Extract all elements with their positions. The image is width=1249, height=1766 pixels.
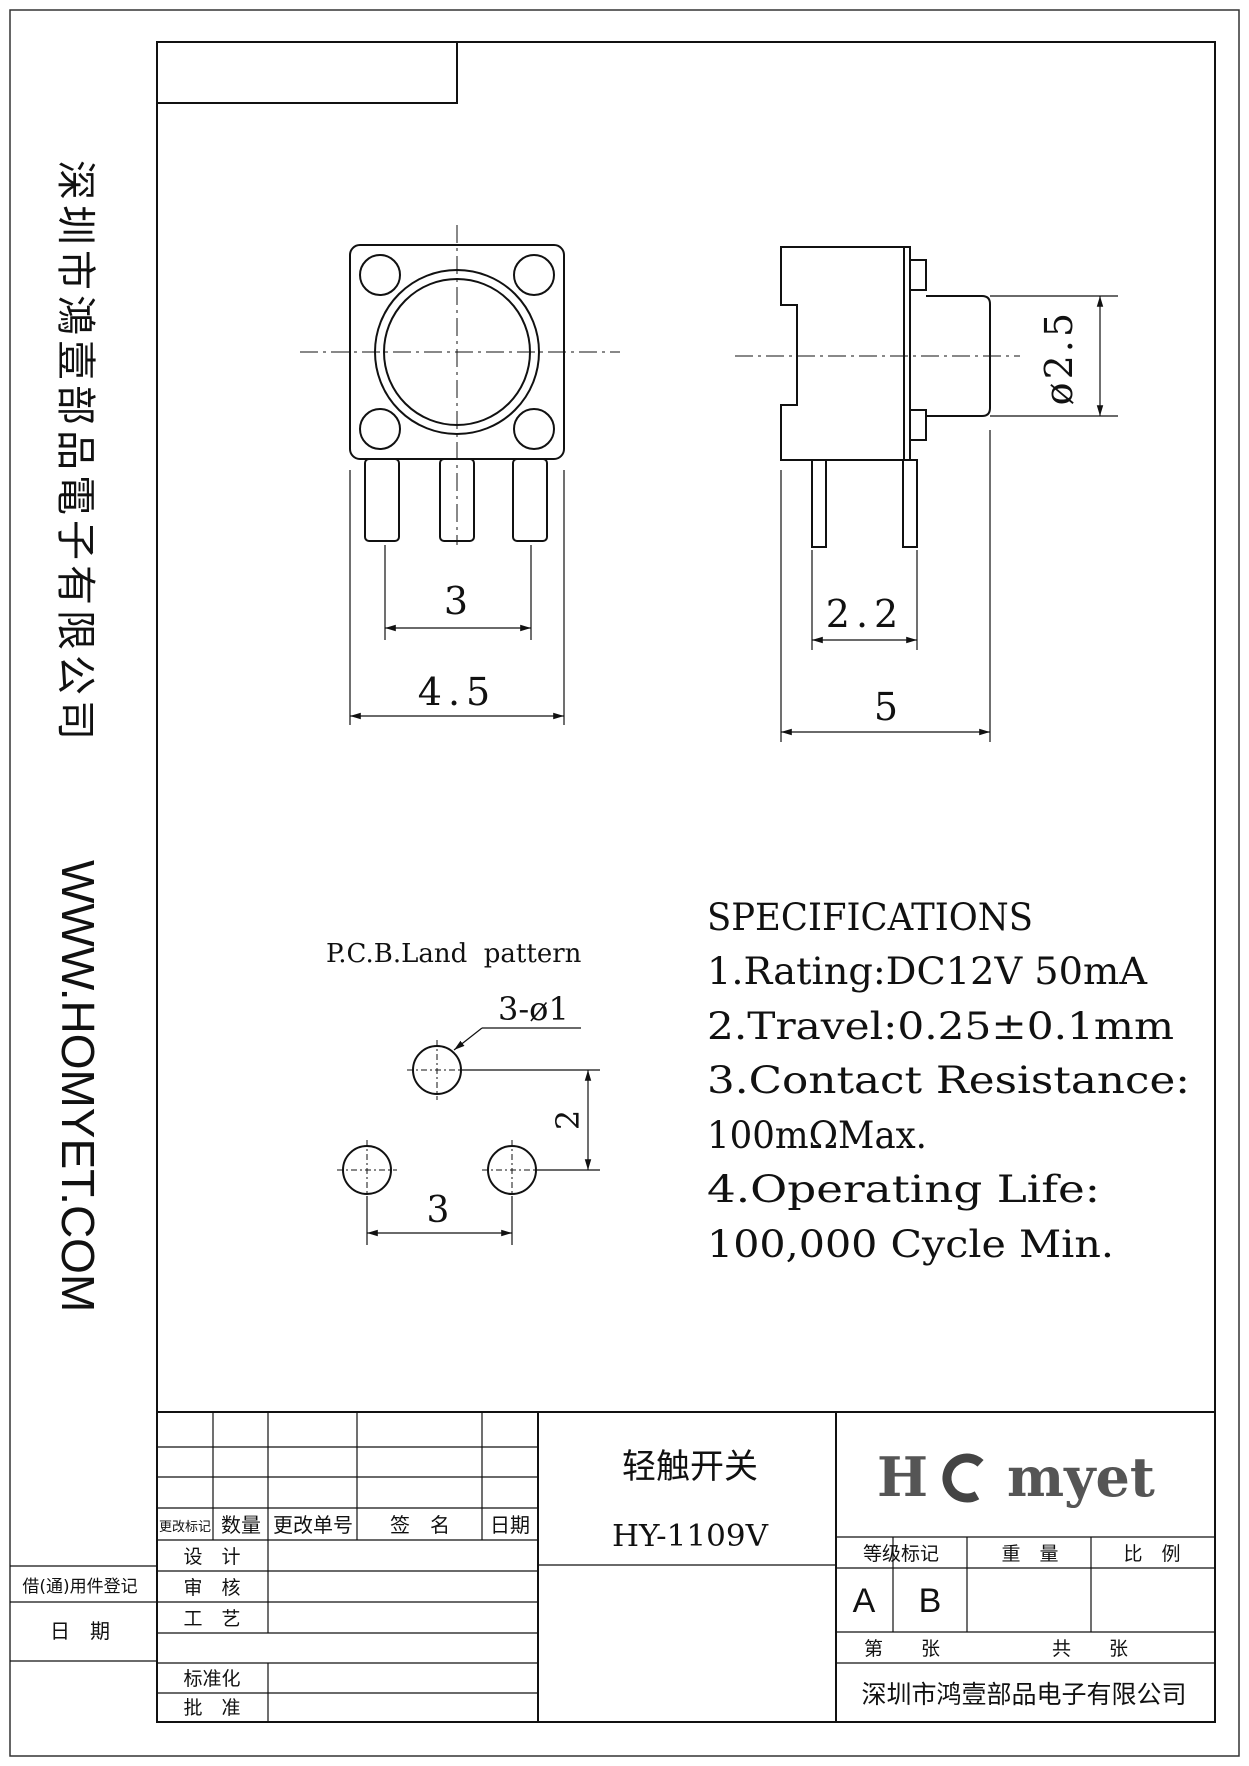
pcb-dim-vertical: 2 xyxy=(549,1110,587,1130)
dim-side-diameter: ø2.5 xyxy=(1037,310,1081,405)
tb-borrow: 借(通)用件登记 xyxy=(22,1577,137,1597)
corner-box xyxy=(156,41,458,104)
pcb-title: P.C.B.Land pattern xyxy=(326,939,582,969)
tb-product-name: 轻触开关 xyxy=(622,1447,758,1487)
dim-top-width: 4.5 xyxy=(418,670,496,714)
dim-side-width: 5 xyxy=(874,685,898,729)
spec-heading: SPECIFICATIONS xyxy=(707,896,1033,939)
tb-scale: 比 例 xyxy=(1123,1543,1180,1565)
page-outer-border xyxy=(9,9,1240,1757)
tb-quantity: 数量 xyxy=(221,1513,261,1537)
tb-company: 深圳市鸿壹部品电子有限公司 xyxy=(861,1680,1186,1709)
top-view-dimensions xyxy=(349,470,565,725)
tb-sheet-total: 共 张 xyxy=(1052,1638,1128,1660)
tb-date: 日期 xyxy=(490,1513,530,1537)
homyet-logo: H myet xyxy=(877,1445,1155,1509)
pcb-hole-label: 3-ø1 xyxy=(498,990,569,1028)
tb-weight: 重 量 xyxy=(1001,1543,1058,1565)
side-view-dimensions xyxy=(780,295,1118,742)
spec-line-2: 2.Travel:0.25±0.1mm xyxy=(707,1005,1174,1048)
tb-change-mark: 更改标记 xyxy=(159,1520,211,1535)
pcb-dimensions xyxy=(366,1027,600,1245)
dim-top-pitch: 3 xyxy=(444,579,468,623)
tb-review: 审 核 xyxy=(183,1577,240,1599)
drawing-frame xyxy=(156,41,1216,1723)
title-block-labels: 更改标记 数量 更改单号 签 名 日期 设 计 审 核 工 艺 标准化 批 准 … xyxy=(22,1445,1186,1719)
tb-model: HY-1109V xyxy=(612,1519,769,1554)
dim-side-pin: 2.2 xyxy=(826,592,904,636)
side-view xyxy=(780,246,991,548)
tb-grade-mark: 等级标记 xyxy=(863,1543,939,1565)
specifications-block: SPECIFICATIONS 1.Rating:DC12V 50mA 2.Tra… xyxy=(707,896,1190,1266)
top-view-centerlines xyxy=(300,225,620,545)
pcb-holes xyxy=(342,1045,537,1195)
pcb-dim-horizontal: 3 xyxy=(427,1190,450,1231)
tb-standard: 标准化 xyxy=(183,1668,240,1690)
side-website: WWW.HOMYET.COM xyxy=(52,860,104,1312)
tb-sheet-no: 第 张 xyxy=(864,1638,940,1660)
tb-change-no: 更改单号 xyxy=(273,1513,353,1537)
tb-process: 工 艺 xyxy=(183,1608,240,1630)
pcb-hole-centerlines xyxy=(337,1040,542,1200)
tb-date-left: 日 期 xyxy=(50,1619,110,1643)
spec-line-3: 3.Contact Resistance: xyxy=(707,1059,1190,1102)
tb-grade-a: A xyxy=(853,1582,876,1620)
tb-approve: 批 准 xyxy=(183,1697,240,1719)
spec-line-6: 100,000 Cycle Min. xyxy=(707,1223,1114,1266)
title-block xyxy=(10,1411,1215,1722)
tb-signature: 签 名 xyxy=(390,1513,450,1537)
spec-line-1: 1.Rating:DC12V 50mA xyxy=(707,950,1148,993)
spec-line-5: 4.Operating Life: xyxy=(707,1168,1100,1211)
svg-text:myet: myet xyxy=(1007,1445,1155,1509)
spec-line-4: 100mΩMax. xyxy=(707,1114,927,1157)
tb-grade-b: B xyxy=(919,1582,942,1620)
tb-design: 设 计 xyxy=(183,1546,240,1568)
side-company-name: 深圳市鴻壹部品電子有限公司 xyxy=(52,160,98,745)
svg-text:H: H xyxy=(877,1445,928,1509)
